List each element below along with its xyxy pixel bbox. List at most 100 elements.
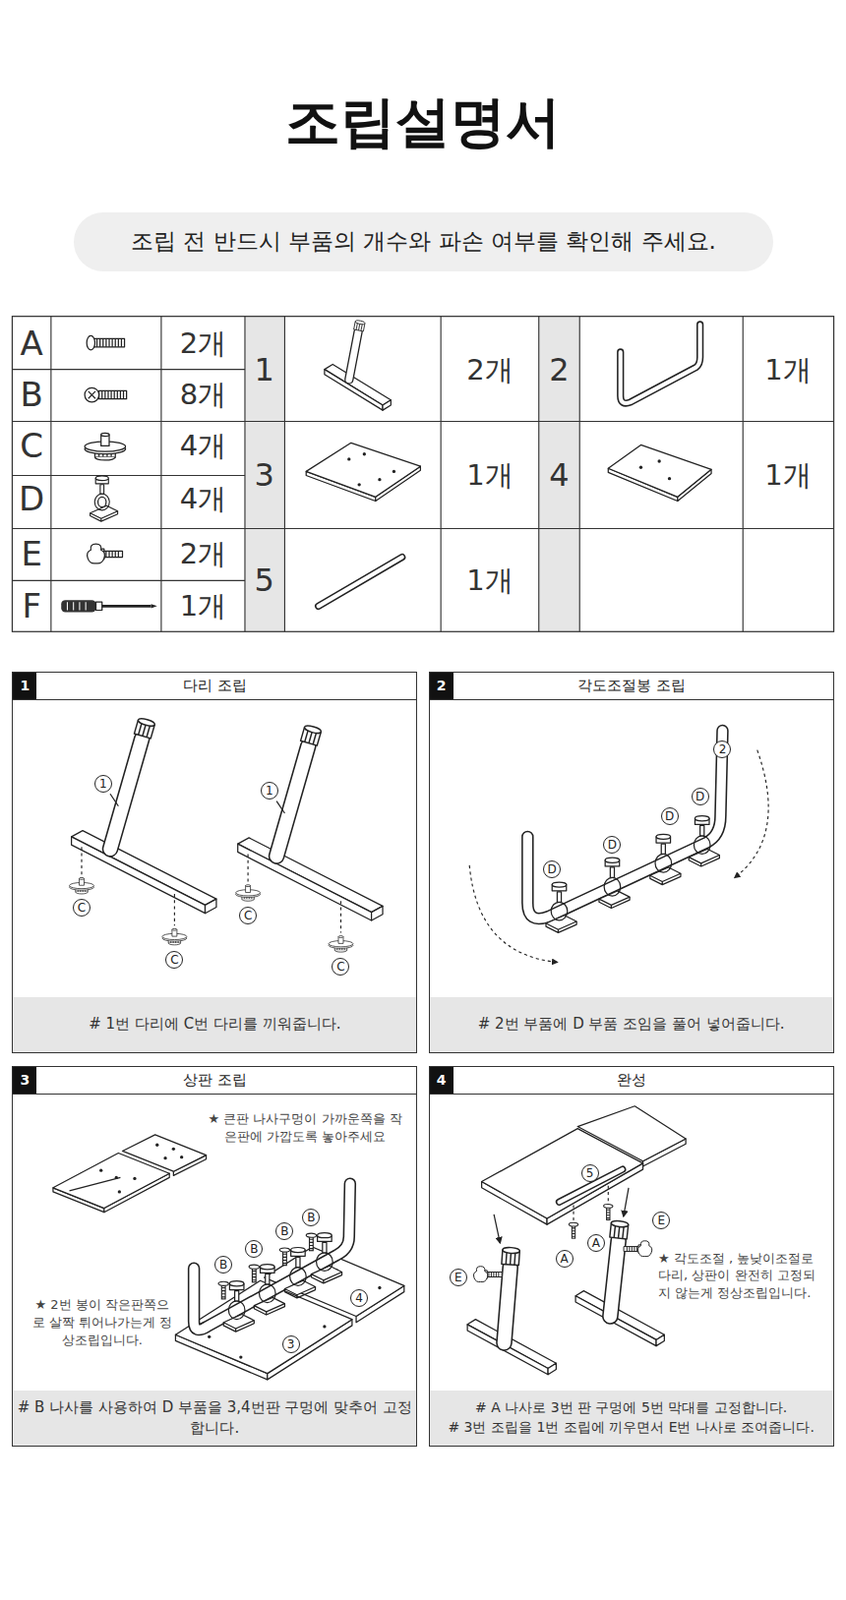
- table-drawing: [503, 1268, 510, 1344]
- parts-table-grid: [11, 316, 834, 633]
- table-drawing: [607, 1186, 609, 1205]
- part-picture: [358, 483, 362, 486]
- table-cell: A: [20, 326, 44, 361]
- callout-letter: 2: [713, 740, 731, 759]
- table-drawing: [604, 1205, 613, 1221]
- leg-drawing: [162, 928, 187, 945]
- rod-drawing: [650, 834, 681, 885]
- table-drawing: [623, 1188, 629, 1217]
- step-number: 1: [12, 672, 37, 700]
- table-cell: 3: [253, 459, 274, 491]
- leg-drawing: [110, 738, 142, 849]
- board-drawing: [322, 1325, 326, 1329]
- table-cell: 1개: [180, 592, 227, 621]
- rod-drawing: [469, 730, 769, 964]
- part-picture: [349, 331, 359, 380]
- step-caption: # B 나사를 사용하여 D 부품을 3,4번판 구멍에 맞추어 고정합니다.: [16, 1397, 413, 1440]
- notice-text: 조립 전 반드시 부품의 개수와 파손 여부를 확인해 주세요.: [130, 226, 717, 257]
- table-cell: 4개: [180, 484, 227, 514]
- callout-letter: A: [587, 1234, 605, 1253]
- step-caption: # 1번 다리에 C번 다리를 끼워줍니다.: [88, 1014, 341, 1035]
- part-picture: [620, 324, 701, 404]
- table-cell: C: [19, 428, 44, 463]
- part-icon: [84, 432, 125, 460]
- note-text: ★ 큰판 나사구멍이 가까운쪽을 작은판에 가깝도록 놓아주세요: [206, 1111, 404, 1147]
- parts-table-grid: [11, 316, 834, 633]
- callout-letter: E: [449, 1269, 468, 1287]
- board-drawing: [121, 1135, 206, 1172]
- part-icon: [93, 338, 124, 347]
- table-cell: 1개: [466, 566, 513, 596]
- table-drawing: [609, 1241, 618, 1318]
- callout-letter: B: [214, 1256, 233, 1274]
- board-drawing: [115, 1176, 119, 1180]
- table-drawing: [493, 1214, 500, 1244]
- step-number: 3: [12, 1067, 37, 1094]
- table-drawing: [656, 1334, 665, 1346]
- callout-letter: D: [691, 787, 710, 806]
- board-drawing: [69, 1177, 121, 1191]
- table-cell: 1개: [764, 355, 811, 384]
- step-title: 상판 조립: [182, 1071, 247, 1090]
- part-picture: [377, 478, 381, 482]
- step-title: 각도조절봉 조립: [577, 676, 686, 696]
- part-icon: [84, 387, 100, 403]
- callout-letter: D: [603, 836, 621, 854]
- callout-letter: 1: [94, 775, 113, 793]
- table-cell: 2개: [180, 328, 227, 358]
- parts-table-grid: [244, 316, 285, 633]
- step-panel: 1다리 조립 # 1번 다리에 C번 다리를 끼워줍니다.: [11, 671, 418, 1054]
- leg-drawing: [110, 793, 119, 806]
- step-caption: # 2번 부품에 D 부품 조임을 풀어 넣어줍니다.: [478, 1014, 786, 1035]
- table-drawing: [473, 1267, 502, 1283]
- board-drawing: [99, 1144, 183, 1195]
- rod-drawing: [734, 750, 769, 879]
- callout-letter: B: [275, 1222, 294, 1241]
- step-caption: # 3번 조립을 1번 조립에 끼우면서 E번 나사로 조여줍니다.: [447, 1418, 814, 1439]
- board-drawing: [284, 1247, 315, 1298]
- part-icon: [99, 390, 127, 399]
- callout-letter: C: [72, 899, 91, 917]
- board-drawing: [193, 1184, 351, 1330]
- callout-letter: 3: [282, 1335, 301, 1354]
- table-cell: 1: [253, 354, 274, 386]
- step-panel: 2각도조절봉 조립# 2번 부품에 D 부품 조임을 풀어 넣어줍니다.: [428, 671, 835, 1054]
- step-header: 1다리 조립: [12, 672, 417, 701]
- part-picture: [392, 470, 396, 474]
- part-picture: [620, 324, 701, 404]
- board-drawing: [193, 1184, 351, 1330]
- part-icon: [66, 602, 86, 610]
- part-icon: [151, 604, 158, 608]
- callout-letter: 1: [260, 782, 279, 800]
- table-cell: 2개: [180, 540, 227, 569]
- part-icon: [88, 391, 96, 399]
- step-header: 2각도조절봉 조립: [429, 672, 834, 701]
- leg-drawing: [69, 877, 95, 894]
- leg-drawing: [205, 899, 217, 914]
- table-drawing: [482, 1129, 644, 1219]
- board-drawing: [218, 1281, 229, 1300]
- table-cell: D: [18, 482, 45, 516]
- parts-table-grid: [11, 316, 834, 633]
- table-drawing: [568, 1222, 578, 1239]
- step-number: 4: [429, 1067, 454, 1094]
- table-drawing: [467, 1106, 686, 1376]
- part-icon: [102, 604, 152, 608]
- caption-band: # 1번 다리에 C번 다리를 끼워줍니다.: [12, 997, 417, 1053]
- table-cell: 5: [253, 564, 274, 597]
- callout-letter: 5: [581, 1164, 600, 1183]
- board-drawing: [377, 1286, 381, 1290]
- leg-drawing: [174, 894, 176, 926]
- part-picture: [305, 442, 421, 497]
- rod-drawing: [599, 857, 630, 908]
- part-picture: [349, 331, 359, 380]
- step-header: 3 상판 조립: [12, 1067, 417, 1095]
- part-icon: [97, 338, 122, 347]
- part-picture: [318, 557, 403, 607]
- rod-drawing: [688, 816, 720, 867]
- part-icon: [87, 543, 123, 564]
- table-drawing: [609, 1220, 629, 1240]
- callout-letter: C: [331, 958, 350, 976]
- board-drawing: [163, 1156, 167, 1160]
